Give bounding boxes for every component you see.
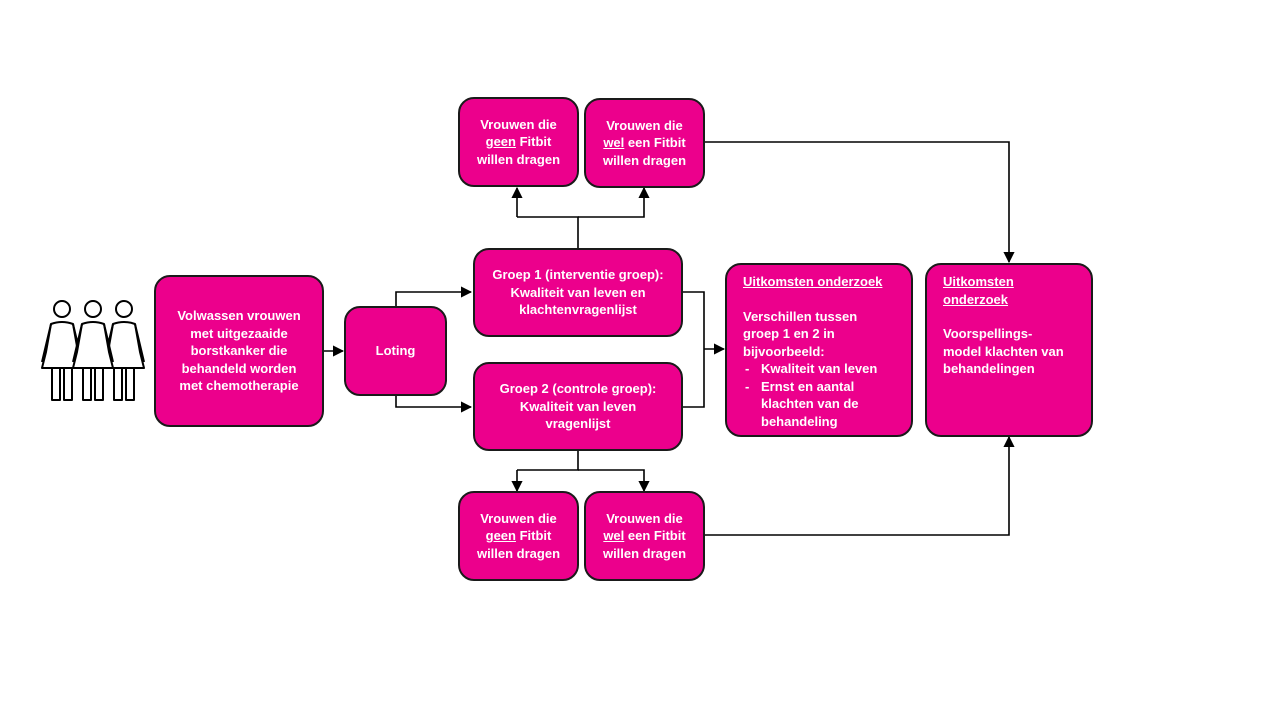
outcome1-bullet-line: klachten van de [761,396,859,411]
outcome2-body-line: model klachten van [943,343,1064,359]
outcome1-intro-line: Verschillen tussen [743,308,858,324]
population-line: borstkanker die [190,343,288,359]
outcome1-bullet-line: Kwaliteit van leven [761,361,878,376]
population-line: met chemotherapie [179,378,299,394]
group1-line: Groep 1 (interventie groep): [492,267,664,283]
population-line: Volwassen vrouwen [177,308,301,324]
fitbit-yes-emphasis: wel [603,528,625,544]
fitbit-no-line3: willen dragen [476,545,561,561]
group2-line: Groep 2 (controle groep): [499,381,657,397]
fitbit-yes-line1: Vrouwen die [606,510,683,526]
population-line: met uitgezaaide [190,325,288,341]
loting-label: Loting [375,343,416,359]
line-group2-stem-bottom [517,451,579,471]
population-box: Volwassen vrouwen met uitgezaaide borstk… [154,275,324,427]
line-group1-stem-top [517,216,579,248]
fitbit-yes-box-top: Vrouwen die wel een Fitbit willen dragen [584,98,705,188]
fitbit-yes-line2: wel een Fitbit [603,527,686,545]
woman-figure-center [72,300,114,401]
arrow-fitbit-yes-bottom-to-outcome2 [705,435,1015,536]
fitbit-yes-line1: Vrouwen die [606,117,683,133]
fitbit-no-line3: willen dragen [476,151,561,167]
fitbit-no-line1: Vrouwen die [480,116,557,132]
outcome1-intro-line: bijvoorbeeld: [743,343,825,359]
loting-box: Loting [344,306,447,396]
outcome1-bullet: Kwaliteit van leven [743,360,882,378]
outcome1-bullet: Ernst en aantal klachten van de behandel… [743,378,882,431]
outcome2-body-line: behandelingen [943,361,1035,376]
outcome1-title: Uitkomsten onderzoek [743,274,883,289]
arrow-loting-to-group2 [395,396,473,413]
fitbit-yes-line2-rest: een Fitbit [624,528,686,544]
arrow-group1-to-fitbit-yes-top [578,186,650,218]
group1-line: Kwaliteit van leven en [510,284,646,300]
population-line: behandeld worden [181,360,297,376]
fitbit-no-emphasis: geen [485,528,516,544]
fitbit-no-box-top: Vrouwen die geen Fitbit willen dragen [458,97,579,187]
arrow-loting-to-group1 [395,286,473,306]
group2-box: Groep 2 (controle groep): Kwaliteit van … [473,362,683,451]
outcome2-title-line: Uitkomsten [943,274,1014,289]
outcome1-bullet-line: behandeling [761,413,838,429]
fitbit-yes-line2-rest: een Fitbit [624,135,686,151]
outcome1-bullet-line: Ernst en aantal [761,378,855,394]
three-women-icon [41,300,145,401]
arrow-fitbit-yes-top-to-outcome2 [705,141,1015,264]
fitbit-no-line2-rest: Fitbit [515,134,552,150]
outcome1-box: Uitkomsten onderzoek Verschillen tussen … [725,263,913,437]
fitbit-no-box-bottom: Vrouwen die geen Fitbit willen dragen [458,491,579,581]
group1-box: Groep 1 (interventie groep): Kwaliteit v… [473,248,683,337]
outcome2-title-line: onderzoek [943,291,1009,307]
line-group2-to-outcome1 [683,349,705,408]
fitbit-no-line2: geen Fitbit [477,527,560,545]
fitbit-yes-line2: wel een Fitbit [603,134,686,152]
fitbit-no-line2: geen Fitbit [477,133,560,151]
fitbit-yes-emphasis: wel [603,135,625,151]
fitbit-yes-line3: willen dragen [602,152,687,168]
group1-line: klachtenvragenlijst [519,302,637,318]
outcome1-intro-line: groep 1 en 2 in [743,326,835,341]
woman-figure-right [103,300,145,401]
group2-line: Kwaliteit van leven [519,398,637,414]
woman-figure-left [41,300,83,401]
group2-line: vragenlijst [545,416,611,432]
fitbit-no-line1: Vrouwen die [480,510,557,526]
fitbit-no-line2-rest: Fitbit [515,528,552,544]
fitbit-yes-box-bottom: Vrouwen die wel een Fitbit willen dragen [584,491,705,581]
fitbit-no-emphasis: geen [485,134,516,150]
outcome2-box: Uitkomsten onderzoek Voorspellings- mode… [925,263,1093,437]
line-group1-to-outcome1 [683,291,705,349]
arrow-group2-to-fitbit-yes-bottom [578,469,650,493]
outcome2-body-line: Voorspellings- [943,326,1033,341]
fitbit-yes-line3: willen dragen [602,545,687,561]
outcome1-bullet-list: Kwaliteit van leven Ernst en aantal klac… [743,360,882,430]
